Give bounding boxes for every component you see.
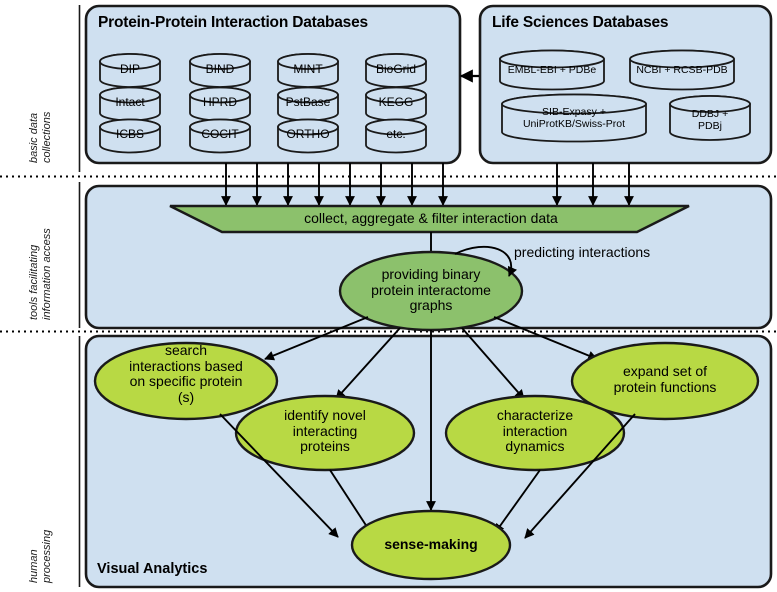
edge-self-loop-predicting-interactions: [454, 245, 518, 277]
db-cylinder-ddbj-pdbj: [669, 95, 751, 141]
db-cylinder-pstbase: [277, 86, 339, 122]
db-cylinder-bind: [189, 53, 251, 88]
db-cylinder-ortho: [277, 118, 339, 154]
db-cylinder-biogrid: [365, 53, 427, 88]
db-cylinder-icbs: [99, 118, 161, 154]
db-cylinder-intact: [99, 86, 161, 122]
edges-databases-to-funnel: [221, 163, 634, 206]
node-identify-novel-interacting-proteins: [234, 394, 416, 472]
edges-tasks-to-sense-making: [219, 413, 636, 539]
db-cylinder-etc: [365, 118, 427, 154]
db-cylinder-sib-expasy-uniprotkb: [501, 93, 647, 143]
node-expand-protein-functions: [570, 341, 760, 421]
db-cylinder-cocit: [189, 118, 251, 154]
node-search-interactions: [93, 341, 279, 421]
db-cylinder-embl-ebi-pdbe: [499, 49, 605, 91]
db-cylinder-hprd: [189, 86, 251, 122]
ppi-panel: [84, 4, 462, 165]
node-sense-making: [350, 509, 512, 581]
edges-hub-to-tasks: [264, 316, 598, 400]
funnel-collect-aggregate-filter: [169, 204, 690, 234]
db-cylinder-mint: [277, 53, 339, 88]
db-cylinder-kegg: [365, 86, 427, 122]
node-characterize-interaction-dynamics: [444, 394, 626, 472]
db-cylinder-dip: [99, 53, 161, 88]
db-cylinder-ncbi-rcsb-pdb: [629, 49, 735, 91]
